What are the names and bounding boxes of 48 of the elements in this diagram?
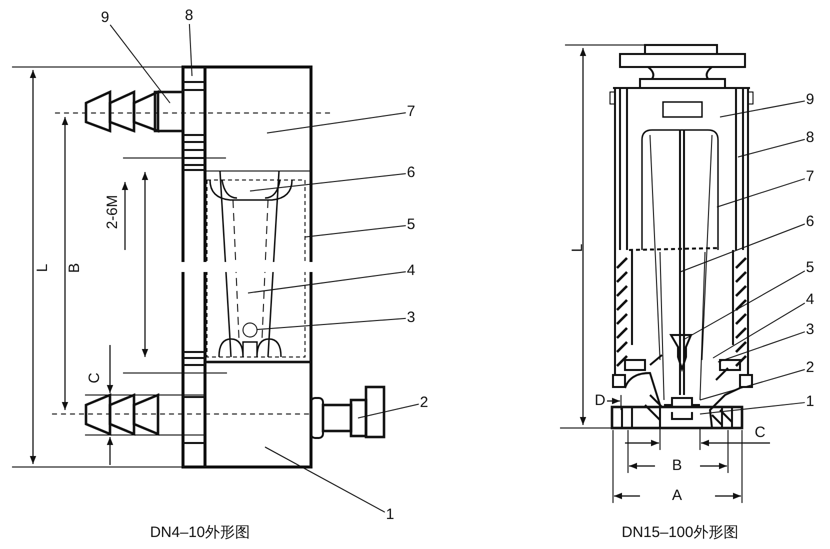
leader-line [716,178,806,208]
leader-line [257,318,406,330]
leader-line [264,446,386,513]
dimension-label: 2-6M [105,194,121,230]
callout-number: 5 [804,260,816,276]
callout-number: 7 [804,169,816,185]
figure-caption: DN15–100外形图 [622,525,738,541]
float-ball [242,322,258,338]
leader-line [248,271,406,294]
callout-number: 1 [804,394,816,410]
callout-number: 1 [384,507,396,523]
leader-line [304,225,406,238]
callout-number: 2 [804,360,816,376]
dimension-label: B [67,263,83,273]
callout-number: 4 [406,263,416,279]
dimension-label: L [570,244,586,252]
callout-number: 7 [406,104,416,120]
dimension-label: C [87,372,103,384]
callout-number: 9 [100,10,110,26]
dimension-label: D [594,393,606,409]
leader-line [712,302,806,358]
callout-number: 2 [418,395,430,411]
leader-line [738,138,806,158]
leader-line [188,24,192,76]
leader-line [720,100,806,118]
dimension-label: B [672,458,682,474]
callout-number: 5 [406,217,416,233]
leader-line [700,369,806,400]
leader-line [266,112,406,134]
figure-caption: DN4–10外形图 [150,525,250,541]
dimension-label: A [672,488,682,504]
callout-number: 8 [804,130,816,146]
leader-line [250,173,406,192]
dimension-label: L [35,264,51,272]
dimension-label: C [754,425,766,441]
leader-line [358,404,420,418]
leader-line [718,331,806,362]
leader-line [680,224,806,272]
leader-line [110,24,170,104]
callout-number: 4 [804,292,816,308]
leader-line [700,402,806,414]
callout-number: 8 [184,8,194,24]
callout-number: 3 [804,322,816,338]
leader-line [682,270,806,340]
callout-number: 6 [804,214,816,230]
callout-number: 3 [406,310,416,326]
callout-number: 6 [406,165,416,181]
callout-number: 9 [804,92,816,108]
